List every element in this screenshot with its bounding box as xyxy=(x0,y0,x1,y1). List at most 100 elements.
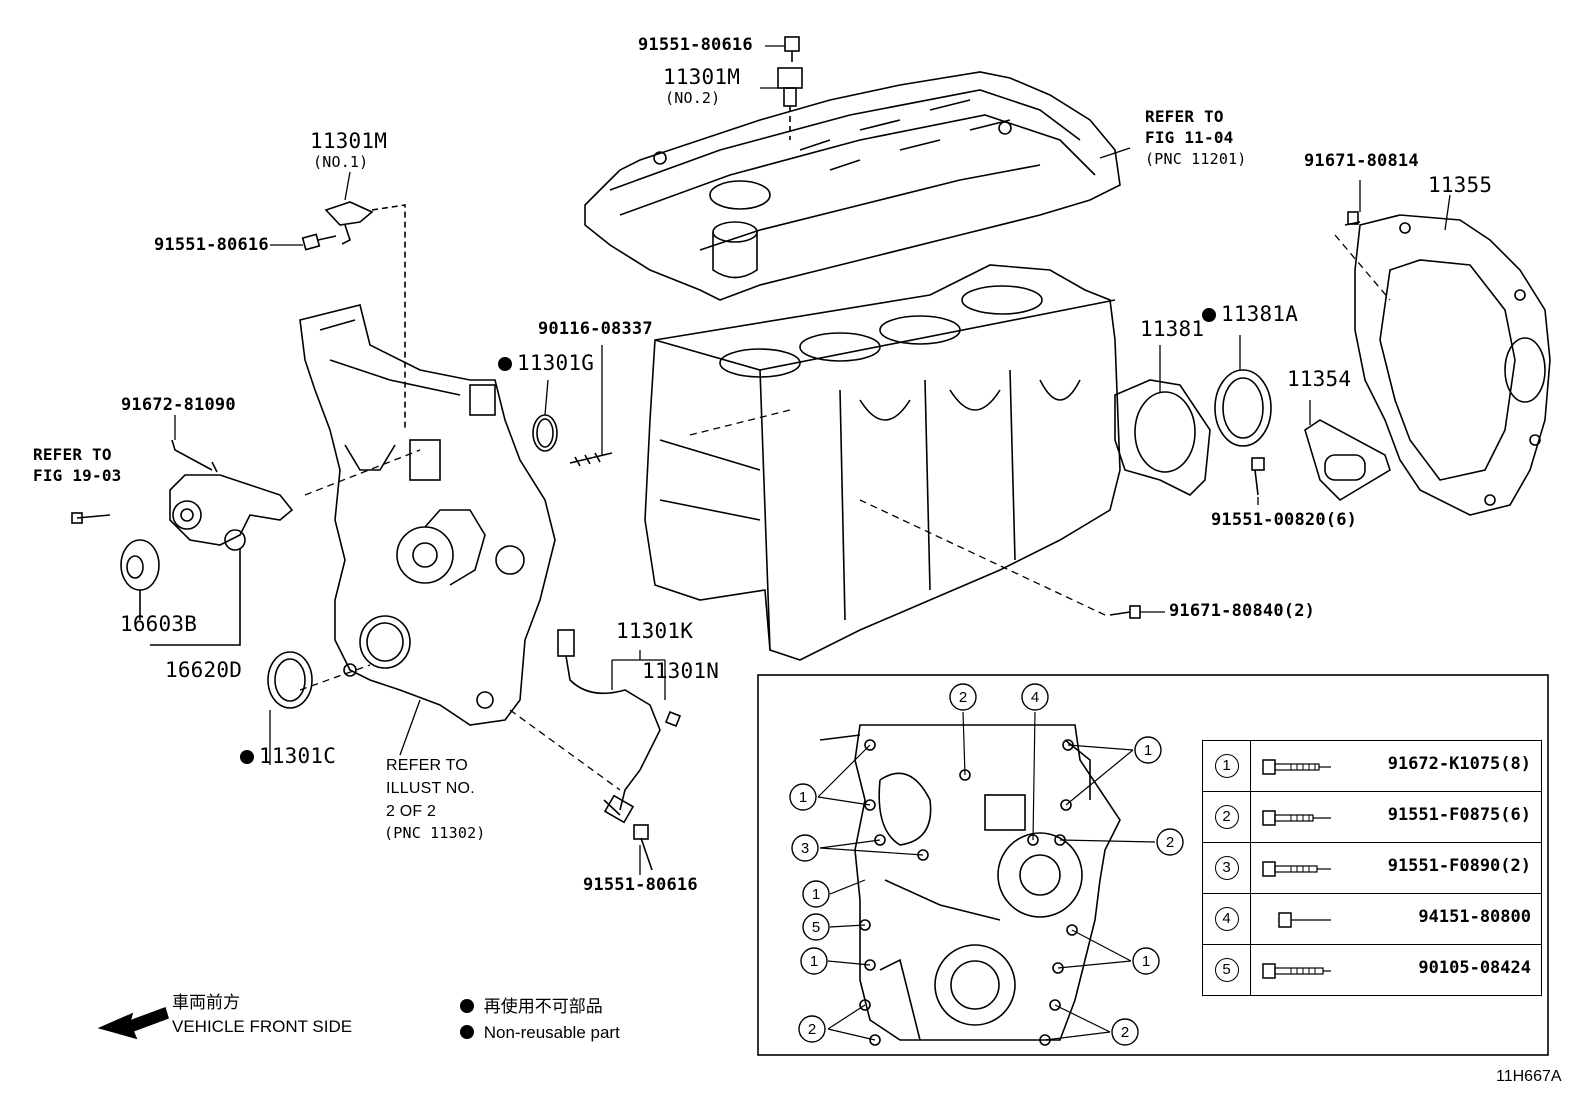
table-part-number: 91551-F0875(6) xyxy=(1387,805,1531,825)
label-refer-19-03-line2: FIG 19-03 xyxy=(33,466,122,485)
label-refer-illust-line4: (PNC 11302) xyxy=(384,824,486,842)
label-11301G-text: 11301G xyxy=(517,351,595,375)
callout-circle: 3 xyxy=(1214,856,1239,880)
callout-5a: 5 xyxy=(812,919,820,936)
cylinder-head-cover xyxy=(584,71,1121,301)
table-part-number: 91551-F0890(2) xyxy=(1387,856,1531,876)
cam-sensor-no2-drawing xyxy=(777,36,803,140)
legend-nonreuse-en-row: Non-reusable part xyxy=(460,1022,620,1044)
table-index-cell: 2 xyxy=(1202,791,1251,843)
table-row: 5 90105-08424 xyxy=(1202,944,1542,996)
table-row: 1 91672-K1075(8) xyxy=(1202,740,1542,792)
callout-1c: 1 xyxy=(810,953,818,970)
label-11301M-no2: 11301M xyxy=(663,65,741,89)
table-row: 3 91551-F0890(2) xyxy=(1202,842,1542,894)
non-reusable-marker-icon xyxy=(460,999,474,1013)
table-part-cell: 90105-08424 xyxy=(1250,944,1542,996)
inset-frame xyxy=(757,674,1549,1056)
label-refer-illust-line3: 2 OF 2 xyxy=(386,803,437,820)
non-reusable-marker-icon xyxy=(460,1025,474,1039)
legend-nonreuse-jp-row: 再使用不可部品 xyxy=(460,996,603,1018)
callout-1e: 1 xyxy=(1142,953,1150,970)
table-index-cell: 4 xyxy=(1202,893,1251,945)
callout-1a: 1 xyxy=(799,789,807,806)
loose-bolts xyxy=(603,211,1361,871)
callout-circle: 4 xyxy=(1214,907,1239,931)
long-bolt-icon xyxy=(1262,759,1331,775)
label-11381A: 11381A xyxy=(1202,303,1298,326)
label-11301G: 11301G xyxy=(498,352,594,375)
label-11355: 11355 xyxy=(1428,173,1493,197)
callout-circle: 5 xyxy=(1214,958,1239,982)
label-91551-80616-top: 91551-80616 xyxy=(638,35,753,55)
non-reusable-marker-icon xyxy=(1202,308,1216,322)
callout-2c: 2 xyxy=(1166,834,1174,851)
legend-front-jp: 車両前方 xyxy=(172,993,240,1012)
label-refer-11-04-line1: REFER TO xyxy=(1145,107,1224,126)
non-reusable-marker-icon xyxy=(498,357,512,371)
inset-callout-leaders xyxy=(817,711,1156,1041)
label-11301N: 11301N xyxy=(642,659,720,683)
label-refer-11-04-line2: FIG 11-04 xyxy=(1145,128,1234,147)
table-part-number: 91672-K1075(8) xyxy=(1387,754,1531,774)
table-part-cell: 91551-F0875(6) xyxy=(1250,791,1542,843)
callout-3a: 3 xyxy=(801,840,809,857)
callout-circle: 2 xyxy=(1214,805,1239,829)
label-16620D: 16620D xyxy=(165,658,243,682)
tensioner-idler-drawing xyxy=(71,439,294,646)
callout-circle: 1 xyxy=(1214,754,1239,778)
callout-1d: 1 xyxy=(1144,742,1152,759)
label-11381: 11381 xyxy=(1140,317,1205,341)
callout-2a: 2 xyxy=(808,1021,816,1038)
flange-bolt-icon xyxy=(1262,810,1331,826)
label-refer-illust-line1: REFER TO xyxy=(386,757,468,774)
label-91671-80840: 91671-80840(2) xyxy=(1169,601,1316,621)
label-11301K: 11301K xyxy=(616,619,694,643)
table-row: 2 91551-F0875(6) xyxy=(1202,791,1542,843)
cylinder-block xyxy=(644,264,1121,661)
label-11354: 11354 xyxy=(1287,367,1352,391)
leader-lines xyxy=(299,234,1391,791)
bolt-reference-table: 1 91672-K1075(8) 2 91551-F0875(6) 3 9155… xyxy=(1202,740,1542,996)
knock-sensor-harness xyxy=(557,629,682,824)
table-part-number: 94151-80800 xyxy=(1418,907,1531,927)
table-part-cell: 94151-80800 xyxy=(1250,893,1542,945)
inset-callout-circles xyxy=(789,683,1184,1046)
label-91551-80616-left: 91551-80616 xyxy=(154,235,269,255)
label-91551-00820: 91551-00820(6) xyxy=(1211,510,1358,530)
stud-nut-icon xyxy=(1278,912,1331,928)
flange-bolt-icon xyxy=(1262,861,1331,877)
table-index-cell: 3 xyxy=(1202,842,1251,894)
table-index-cell: 5 xyxy=(1202,944,1251,996)
table-index-cell: 1 xyxy=(1202,740,1251,792)
legend-nonreuse-en: Non-reusable part xyxy=(483,1023,620,1042)
callout-4a: 4 xyxy=(1031,689,1039,706)
label-refer-19-03-line1: REFER TO xyxy=(33,445,112,464)
table-row: 4 94151-80800 xyxy=(1202,893,1542,945)
legend-nonreuse-jp: 再使用不可部品 xyxy=(483,997,603,1016)
table-part-cell: 91551-F0890(2) xyxy=(1250,842,1542,894)
table-part-cell: 91672-K1075(8) xyxy=(1250,740,1542,792)
long-bolt-icon xyxy=(1262,963,1331,979)
label-11301M-no1: 11301M xyxy=(310,129,388,153)
callout-2d: 2 xyxy=(1121,1024,1129,1041)
label-refer-11-04-line3: (PNC 11201) xyxy=(1145,150,1247,168)
label-91672-81090: 91672-81090 xyxy=(121,395,236,415)
label-90116-08337: 90116-08337 xyxy=(538,319,653,339)
inset-cover-outline xyxy=(819,724,1121,1046)
vehicle-front-arrow-icon xyxy=(97,1006,169,1040)
label-16603B: 16603B xyxy=(120,612,198,636)
cam-sensor-no1-drawing xyxy=(301,201,406,430)
label-refer-illust-line2: ILLUST NO. xyxy=(386,780,475,797)
label-91551-80616-bottom: 91551-80616 xyxy=(583,875,698,895)
label-11301C: 11301C xyxy=(240,745,336,768)
callout-2b: 2 xyxy=(959,689,967,706)
seals-and-studs xyxy=(267,369,1391,709)
legend-front-en: VEHICLE FRONT SIDE xyxy=(172,1017,353,1036)
label-91671-80814: 91671-80814 xyxy=(1304,151,1419,171)
inset-callout-numbers: 1 3 1 5 1 2 2 4 1 2 1 2 xyxy=(799,689,1174,1041)
non-reusable-marker-icon xyxy=(240,750,254,764)
label-11301M-no2-sub: (NO.2) xyxy=(665,89,721,107)
timing-chain-cover xyxy=(299,304,556,726)
